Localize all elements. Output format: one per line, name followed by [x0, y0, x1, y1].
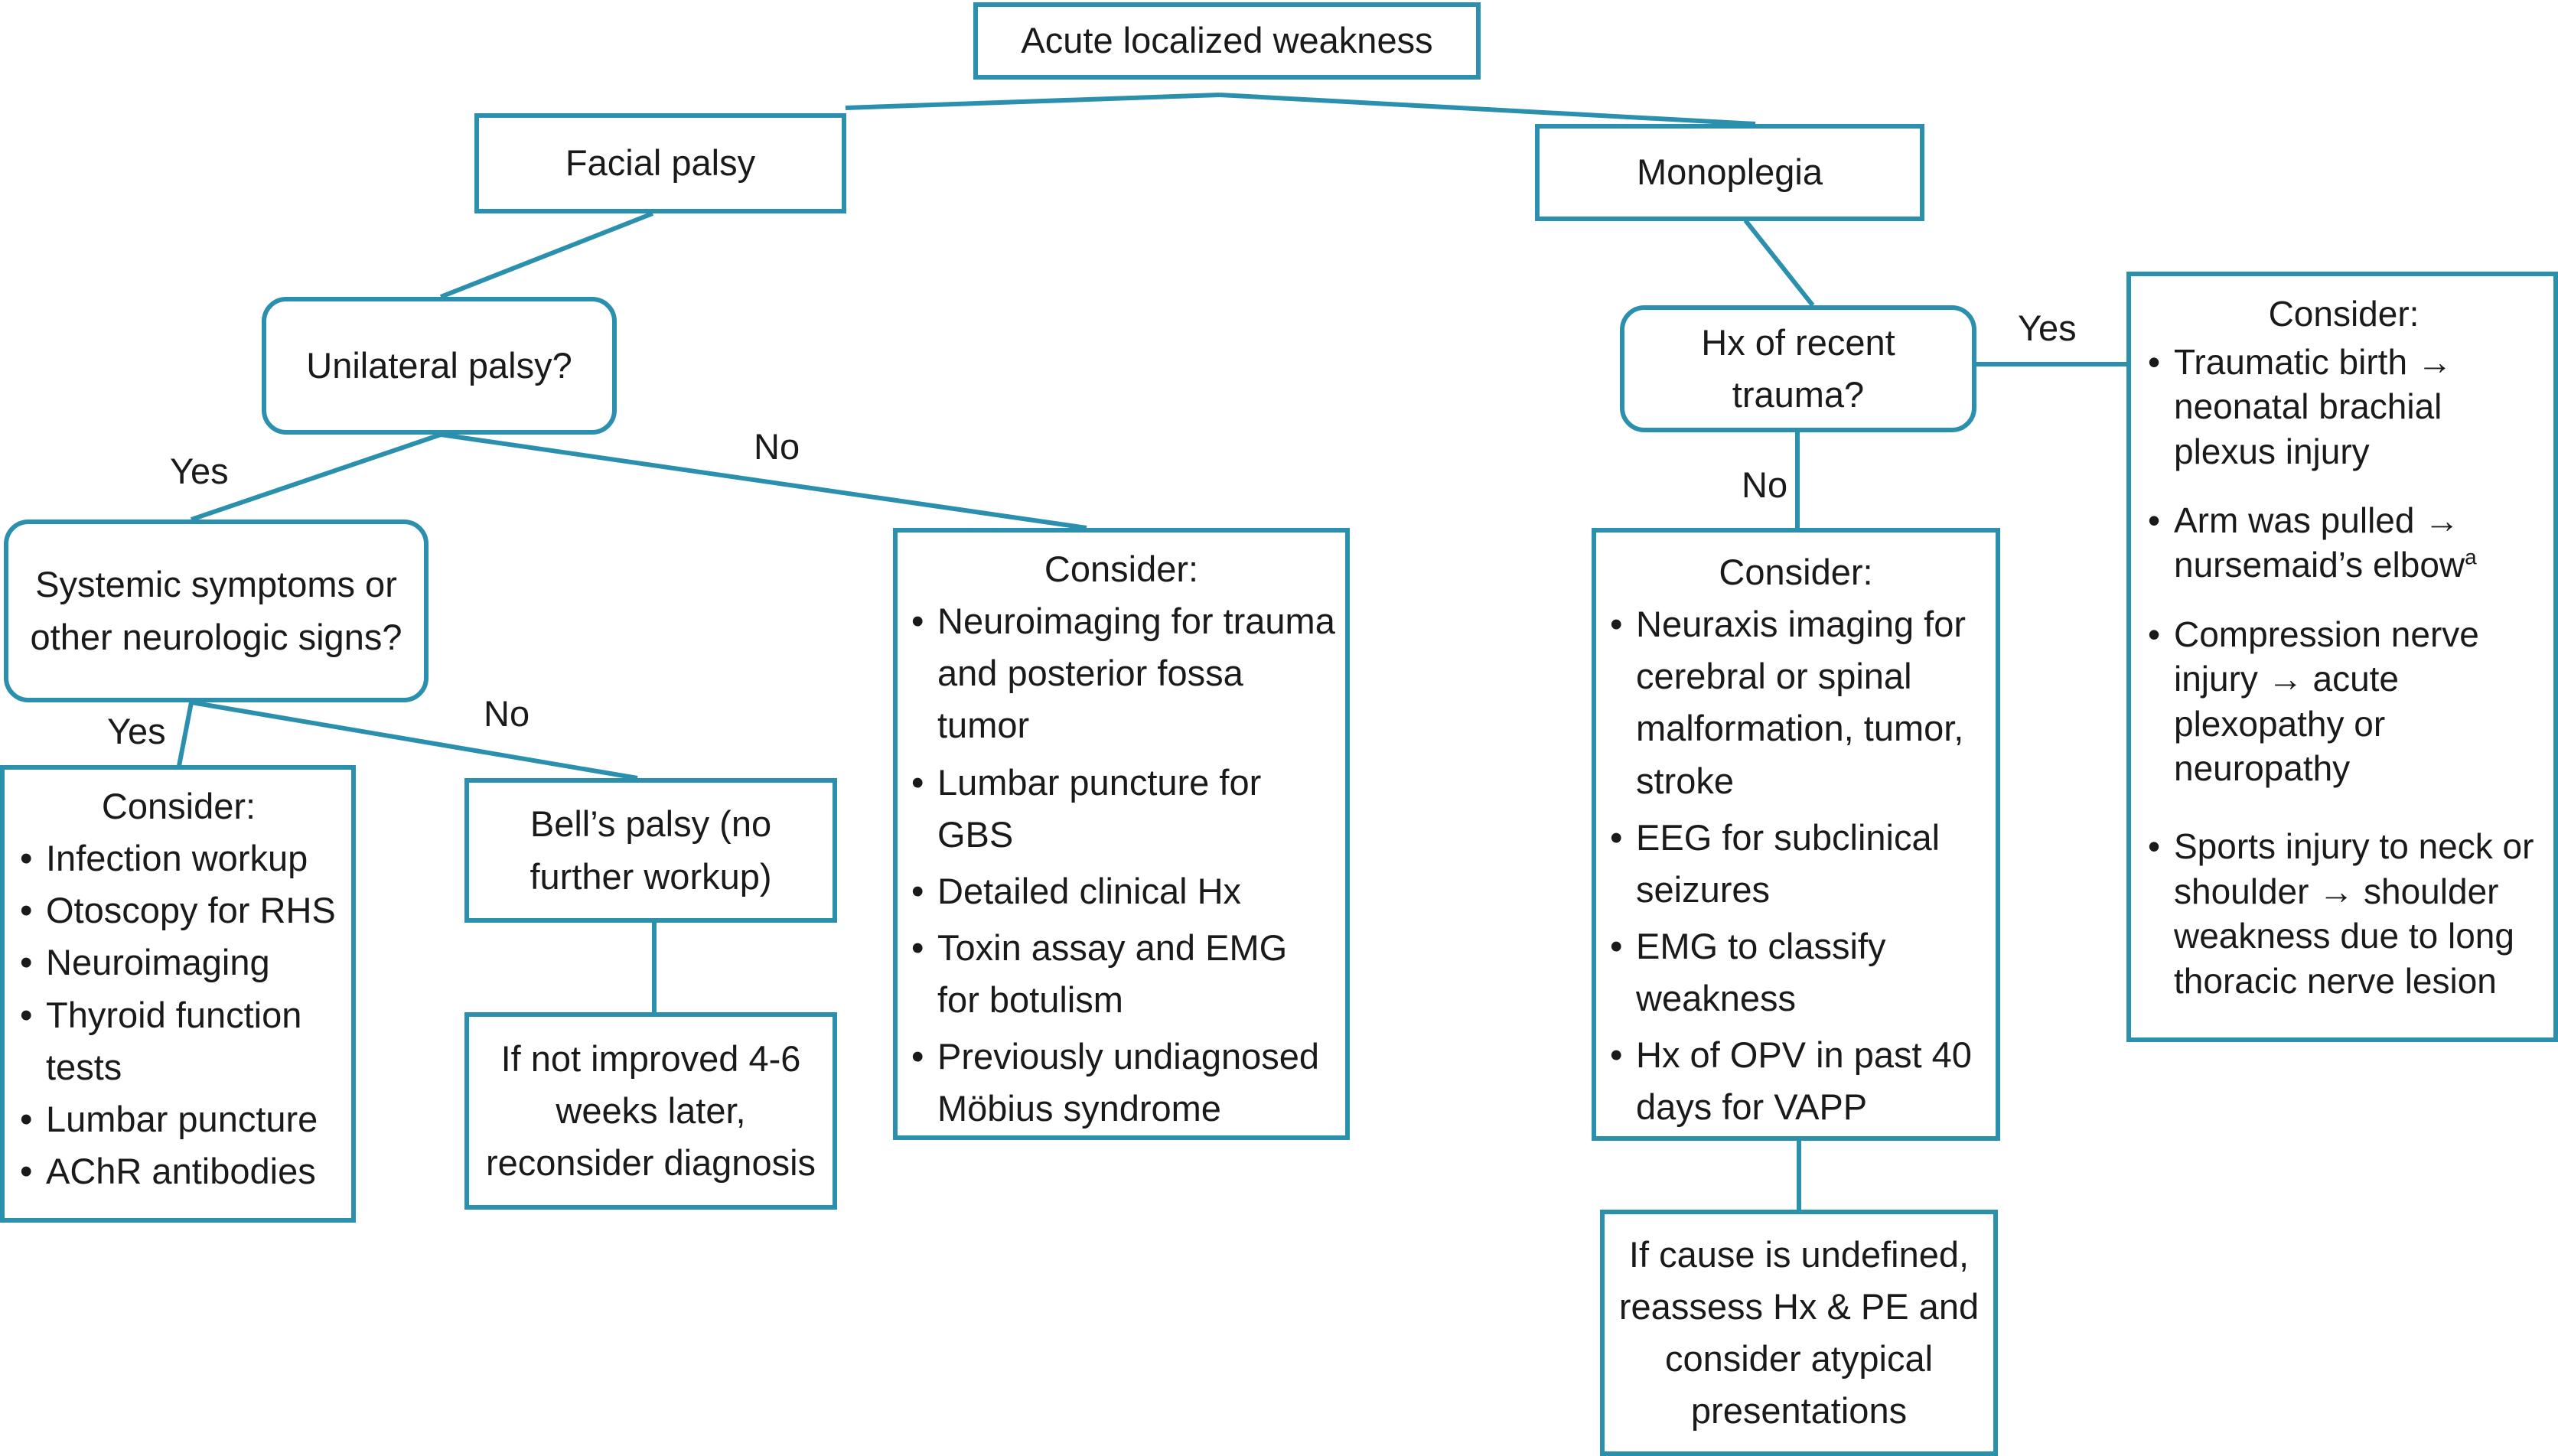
- edge-facial-unilateral: [439, 211, 654, 299]
- monoplegia-label: Monoplegia: [1636, 151, 1823, 193]
- consider-heading: Consider:: [1719, 552, 1873, 592]
- list-item: Thyroid function tests: [14, 989, 344, 1093]
- edge-label-no-bells: No: [484, 693, 530, 734]
- list-item: Infection workup: [14, 832, 344, 884]
- edge-label-no-bilateral: No: [754, 426, 800, 467]
- facial-palsy-node: Facial palsy: [474, 113, 846, 213]
- hx-trauma-label: Hx of recent trauma?: [1701, 321, 1895, 415]
- consider-trauma-box: Consider: Traumatic birth → neonatal bra…: [2126, 272, 2558, 1042]
- monoplegia-node: Monoplegia: [1535, 124, 1924, 221]
- edge-mono-hx: [1743, 219, 1815, 307]
- not-improved-node: If not improved 4-6 weeks later, reconsi…: [464, 1012, 837, 1210]
- edge-label-yes-consider: Yes: [107, 711, 166, 751]
- consider-systemic-list: Infection workup Otoscopy for RHS Neuroi…: [14, 832, 344, 1197]
- consider-trauma-list: Traumatic birth → neonatal brachial plex…: [2142, 340, 2546, 1003]
- consider-heading: Consider:: [1044, 549, 1199, 589]
- root-node: Acute localized weakness: [973, 2, 1481, 80]
- edge-root-mono: [1219, 93, 1756, 126]
- bells-palsy-label: Bell’s palsy (no further workup): [530, 803, 772, 897]
- unilateral-palsy-label: Unilateral palsy?: [306, 344, 572, 386]
- list-item: Neuroimaging: [14, 936, 344, 989]
- list-item: EEG for subclinical seizures: [1604, 812, 1988, 916]
- consider-systemic-box: Consider: Infection workup Otoscopy for …: [0, 765, 356, 1223]
- edge-unilateral-systemic: [191, 432, 442, 522]
- edge-label-no-trauma: No: [1742, 464, 1788, 505]
- systemic-symptoms-label: Systemic symptoms or other neurologic si…: [30, 564, 402, 657]
- hx-trauma-node: Hx of recent trauma?: [1620, 305, 1976, 432]
- list-item: EMG to classify weakness: [1604, 920, 1988, 1024]
- list-item: Neuroimaging for trauma and posterior fo…: [905, 595, 1338, 751]
- list-item: Compression nerve injury → acute plexopa…: [2142, 612, 2546, 791]
- edge-systemic-consider: [177, 702, 194, 767]
- consider-heading: Consider:: [101, 786, 256, 826]
- undefined-cause-label: If cause is undefined, reassess Hx & PE …: [1618, 1233, 1980, 1432]
- consider-bilateral-list: Neuroimaging for trauma and posterior fo…: [905, 595, 1338, 1135]
- list-item: AChR antibodies: [14, 1145, 344, 1197]
- consider-bilateral-box: Consider: Neuroimaging for trauma and po…: [893, 528, 1350, 1140]
- list-item: Arm was pulled → nursemaid’s elbowa: [2142, 498, 2546, 588]
- list-item: Neuraxis imaging for cerebral or spinal …: [1604, 598, 1988, 807]
- edge-label-yes-systemic: Yes: [170, 451, 229, 491]
- list-item: Lumbar puncture: [14, 1093, 344, 1145]
- list-item: Lumbar puncture for GBS: [905, 757, 1338, 861]
- consider-no-trauma-box: Consider: Neuraxis imaging for cerebral …: [1592, 528, 2000, 1141]
- root-label: Acute localized weakness: [1021, 20, 1433, 61]
- list-item: Detailed clinical Hx: [905, 865, 1338, 917]
- edge-label-yes-trauma: Yes: [2018, 308, 2077, 348]
- bells-palsy-node: Bell’s palsy (no further workup): [464, 778, 837, 923]
- list-item: Otoscopy for RHS: [14, 884, 344, 936]
- list-item: Sports injury to neck or shoulder → shou…: [2142, 824, 2546, 1003]
- undefined-cause-node: If cause is undefined, reassess Hx & PE …: [1600, 1210, 1998, 1456]
- list-item: Previously undiagnosed Möbius syndrome: [905, 1031, 1338, 1135]
- unilateral-palsy-node: Unilateral palsy?: [262, 297, 617, 435]
- edge-root-facial: [845, 93, 1220, 110]
- facial-palsy-label: Facial palsy: [565, 142, 756, 184]
- edge-systemic-bells: [191, 700, 638, 780]
- footnote-marker: a: [2465, 545, 2477, 569]
- list-item: Hx of OPV in past 40 days for VAPP: [1604, 1029, 1988, 1133]
- list-item: Toxin assay and EMG for botulism: [905, 922, 1338, 1026]
- consider-no-trauma-list: Neuraxis imaging for cerebral or spinal …: [1604, 598, 1988, 1133]
- list-item: Traumatic birth → neonatal brachial plex…: [2142, 340, 2546, 474]
- not-improved-label: If not improved 4-6 weeks later, reconsi…: [485, 1037, 816, 1184]
- edge-unilateral-bilateral: [440, 432, 1087, 530]
- systemic-symptoms-node: Systemic symptoms or other neurologic si…: [4, 520, 429, 702]
- consider-heading: Consider:: [2268, 294, 2420, 334]
